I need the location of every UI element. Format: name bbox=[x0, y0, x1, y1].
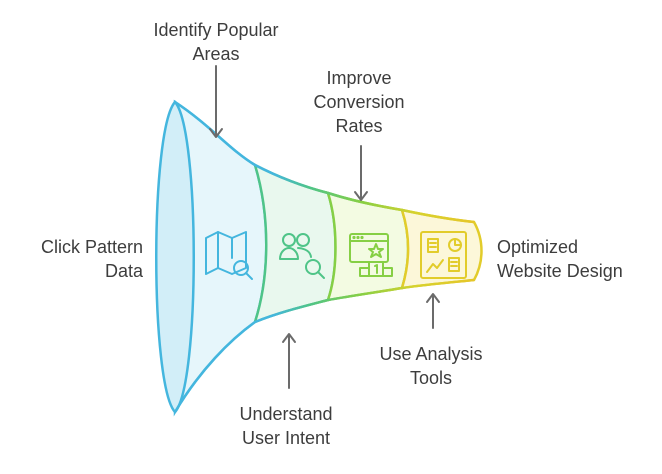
funnel-bottom-edge bbox=[173, 278, 475, 413]
annotation-line: Tools bbox=[409, 368, 453, 388]
browser-ranking-icon bbox=[349, 233, 393, 277]
annotation-improve-conversion-rates: Improve Conversion Rates bbox=[313, 66, 404, 138]
annotation-line: Identify Popular bbox=[153, 20, 279, 40]
annotation-use-analysis-tools: Use Analysis Tools bbox=[379, 342, 482, 390]
annotation-identify-popular-areas: Identify Popular Areas bbox=[153, 18, 278, 66]
input-label-line-2: Data bbox=[104, 261, 143, 281]
output-label-line-1: Optimized bbox=[497, 237, 579, 257]
annotation-line: Conversion bbox=[313, 92, 405, 112]
users-search-icon bbox=[279, 233, 325, 279]
analytics-dashboard-icon bbox=[420, 231, 467, 279]
output-label: Optimized Website Design bbox=[497, 235, 623, 283]
annotation-line: Rates bbox=[335, 116, 383, 136]
funnel-mouth bbox=[155, 100, 195, 414]
output-label-line-2: Website Design bbox=[497, 261, 623, 281]
funnel-top-edge bbox=[174, 100, 475, 224]
annotation-line: Understand bbox=[239, 404, 333, 424]
annotation-line: Use Analysis bbox=[379, 344, 483, 364]
annotation-line: User Intent bbox=[241, 428, 331, 448]
annotation-understand-user-intent: Understand User Intent bbox=[239, 402, 332, 450]
funnel-segment-2 bbox=[252, 162, 337, 325]
annotation-line: Areas bbox=[192, 44, 240, 64]
map-search-icon bbox=[205, 231, 253, 280]
input-label-line-1: Click Pattern bbox=[40, 237, 143, 257]
annotation-arrows bbox=[209, 65, 440, 389]
annotation-line: Improve bbox=[326, 68, 392, 88]
input-label: Click Pattern Data bbox=[41, 235, 143, 283]
